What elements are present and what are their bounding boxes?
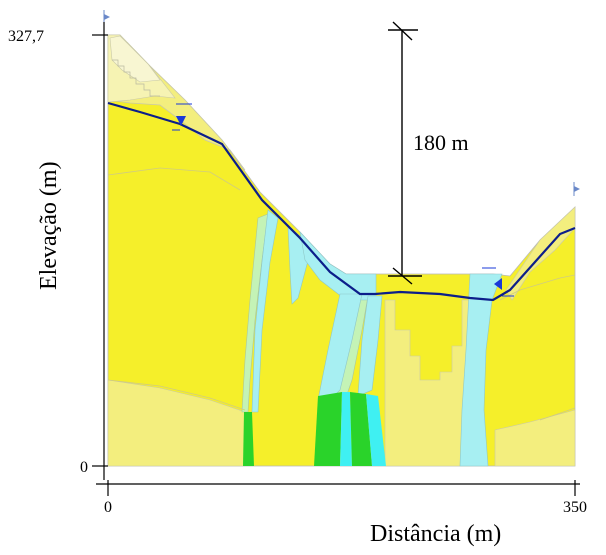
y-axis-title: Elevação (m) [36,161,62,290]
top-wedge-cream [109,35,161,83]
x-axis-title: Distância (m) [370,521,501,547]
x-tick-left: 0 [104,499,112,516]
green-base-2 [314,392,342,466]
green-base-3 [350,392,372,466]
water-table-marker-right [482,267,514,297]
y-tick-top: 327,7 [8,28,44,45]
x-tick-right: 350 [563,499,587,516]
cyan-band-3 [357,295,383,397]
y-tick-bottom: 0 [80,459,88,476]
contact-lines [107,167,576,421]
cyan-base-2 [366,394,386,466]
axes [92,22,580,496]
cyan-band-4 [459,273,503,467]
dimension-label: 180 m [413,130,469,155]
water-table-line [107,101,576,302]
lower-right-layer [494,409,576,467]
cyan-base-1 [340,392,352,466]
cyan-band-1 [251,209,279,413]
right-flag-icon [573,182,580,196]
green-base-1 [243,412,254,466]
top-left-flag-icon [103,10,110,24]
water-table-marker-left [172,103,192,131]
dimension-line [388,21,422,285]
stepped-contact [112,59,160,97]
